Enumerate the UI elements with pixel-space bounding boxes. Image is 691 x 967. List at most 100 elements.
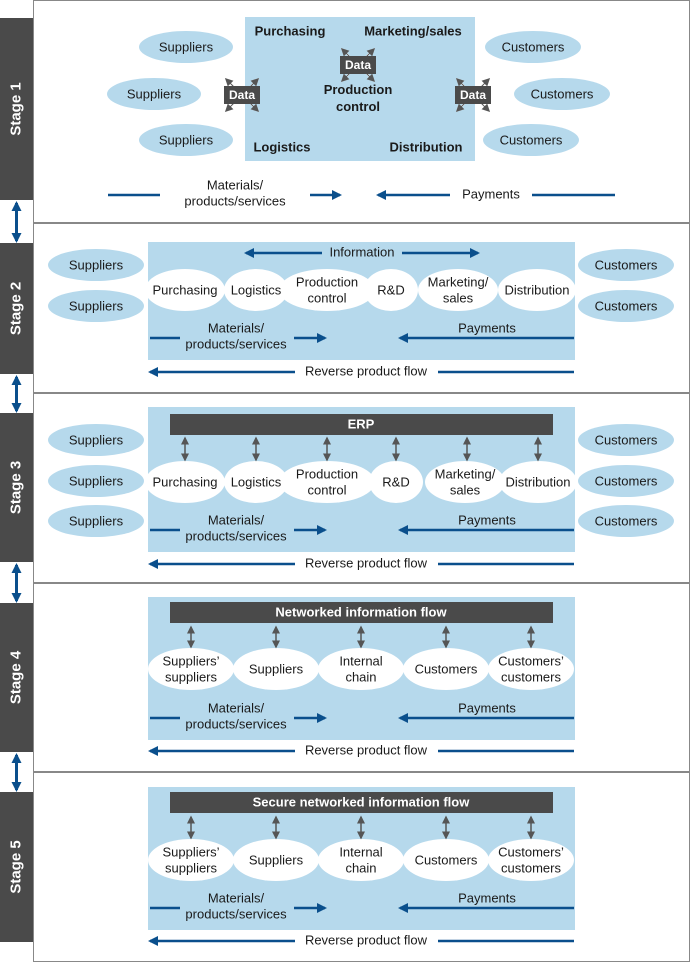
data-arrow — [340, 72, 351, 83]
stage2-materials-label: Materials/ — [208, 320, 265, 335]
stage1-customer-node — [514, 78, 610, 110]
stage1-payments-label: Payments — [462, 186, 520, 201]
stage4-chain-node — [148, 648, 234, 690]
stage5-chain-node — [403, 839, 489, 881]
stage1-production-label: Production — [324, 82, 393, 97]
stage5-chain-label: customers — [501, 860, 561, 875]
stage1-customer-node — [485, 31, 581, 63]
stage5-secure-bar — [170, 792, 553, 813]
stage3-supplier-label: Suppliers — [69, 513, 124, 528]
stage3-chain-label: Production — [296, 466, 358, 481]
stage3-supplier-node — [48, 465, 144, 497]
stage4-chain-label: Customers — [415, 661, 478, 676]
stage1-marketing-label: Marketing/sales — [364, 23, 462, 38]
stage5-materials-label: Materials/ — [208, 890, 265, 905]
stage2-chain-label: Logistics — [231, 282, 282, 297]
stage2-information-label-bg — [322, 244, 402, 262]
stage3-chain-label: Distribution — [505, 474, 570, 489]
stage3-chain-label: R&D — [382, 474, 409, 489]
stage2-customer-label: Customers — [595, 257, 658, 272]
stage5-chain-label: Suppliers — [249, 852, 304, 867]
stage3-materials-label: Materials/ — [208, 512, 265, 527]
stage2-materials-label-bg — [180, 320, 294, 354]
stage3-chain-label: Purchasing — [152, 474, 217, 489]
stage-label: Stage 3 — [7, 461, 24, 514]
stage3-chain-node — [369, 461, 423, 503]
stage4-materials-label: products/services — [185, 716, 287, 731]
stage2-chain-node — [418, 269, 498, 311]
stage5-materials-label: products/services — [185, 906, 287, 921]
stage1-supplier-node — [107, 78, 201, 110]
stage5-chain-node — [318, 839, 404, 881]
stage1-production-label: control — [336, 99, 380, 114]
stage4-chain-node — [403, 648, 489, 690]
stage1-supplier-label: Suppliers — [127, 86, 182, 101]
stage2-reverse-label: Reverse product flow — [305, 363, 428, 378]
stage2-customer-node — [578, 249, 674, 281]
stage3-chain-node — [224, 461, 288, 503]
data-arrow — [480, 102, 491, 113]
stage1-purchasing-label: Purchasing — [255, 23, 326, 38]
stage4-networked-label: Networked information flow — [275, 604, 447, 619]
stage5-chain-label: chain — [345, 860, 376, 875]
stage1-materials-label-bg — [160, 177, 310, 211]
stage2-chain-label: control — [307, 290, 346, 305]
stage3-chain-node — [145, 461, 225, 503]
stage4-chain-node — [233, 648, 319, 690]
stage5-reverse-label: Reverse product flow — [305, 932, 428, 947]
stage3-chain-node — [425, 461, 505, 503]
stage1-supplier-node — [139, 31, 233, 63]
stage1-core-panel — [245, 17, 475, 161]
stage4-chain-node — [318, 648, 404, 690]
stage3-reverse-label: Reverse product flow — [305, 555, 428, 570]
stage2-supplier-label: Suppliers — [69, 298, 124, 313]
stage-label: Stage 2 — [7, 282, 24, 335]
stage2-chain-node — [224, 269, 288, 311]
stage5-reverse-label-bg — [295, 932, 438, 950]
stage1-materials-label: Materials/ — [207, 177, 264, 192]
stage4-payments-label-bg — [453, 700, 521, 716]
data-arrow — [249, 102, 260, 113]
stage3-customer-node — [578, 465, 674, 497]
stage2-supplier-node — [48, 249, 144, 281]
stage1-data-box-center — [340, 56, 376, 74]
stage3-payments-label-bg — [453, 512, 521, 528]
stage1-supplier-label: Suppliers — [159, 39, 214, 54]
stage3-supplier-node — [48, 505, 144, 537]
data-arrow — [224, 102, 235, 113]
stage3-chain-label: control — [307, 482, 346, 497]
stage4-chain-node — [488, 648, 574, 690]
stage4-chain-label: Customers’ — [498, 653, 564, 668]
stage1-customer-label: Customers — [502, 39, 565, 54]
stage1-data-box-left-label: Data — [229, 88, 255, 102]
stage5-chain-label: suppliers — [165, 860, 218, 875]
stage2-payments-label: Payments — [458, 320, 516, 335]
stage1-materials-label: products/services — [184, 193, 286, 208]
stage5-chain-label: Customers’ — [498, 844, 564, 859]
stage1-customer-node — [483, 124, 579, 156]
stage3-supplier-label: Suppliers — [69, 432, 124, 447]
stage2-chain-label: R&D — [377, 282, 404, 297]
stage3-customer-node — [578, 505, 674, 537]
stage2-chain-node — [364, 269, 418, 311]
stage5-materials-label-bg — [180, 890, 294, 924]
stage2-chain-label: Marketing/ — [428, 274, 489, 289]
stage1-data-box-right — [455, 86, 491, 104]
stage5-payments-label: Payments — [458, 890, 516, 905]
stage1-customer-label: Customers — [531, 86, 594, 101]
stage3-customer-label: Customers — [595, 473, 658, 488]
stage1-logistics-label: Logistics — [253, 139, 310, 154]
stage2-chain-label: Distribution — [504, 282, 569, 297]
stage5-chain-label: Customers — [415, 852, 478, 867]
stage4-chain-label: customers — [501, 669, 561, 684]
stage1-data-box-right-label: Data — [460, 88, 486, 102]
stage2-chain-label: Production — [296, 274, 358, 289]
stage2-reverse-label-bg — [295, 363, 438, 381]
stage3-customer-label: Customers — [595, 432, 658, 447]
stage1-distribution-label: Distribution — [390, 139, 463, 154]
data-arrow — [365, 72, 376, 83]
stage3-chain-label: Marketing/ — [435, 466, 496, 481]
data-arrow — [224, 77, 235, 88]
